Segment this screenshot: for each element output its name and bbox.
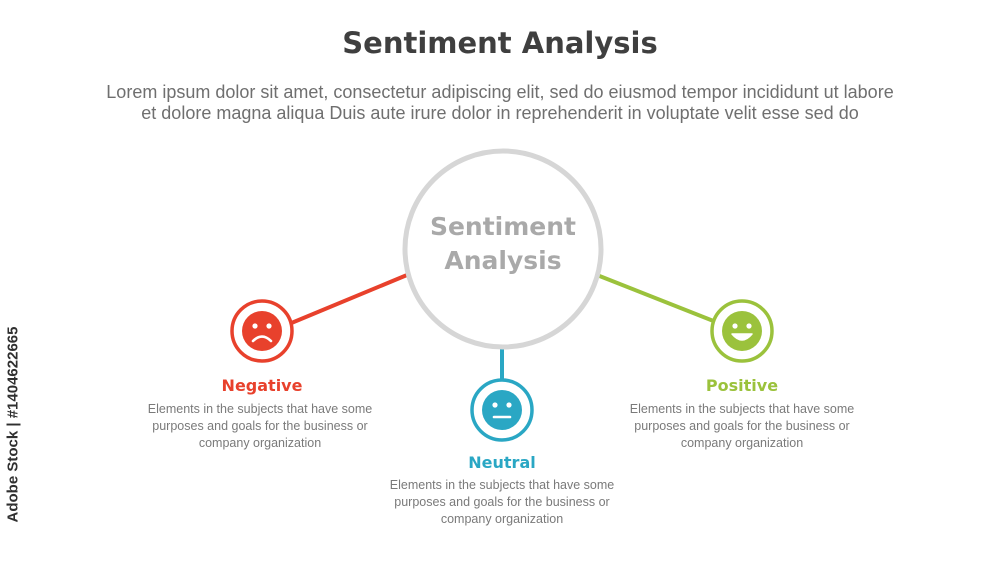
node-negative xyxy=(230,299,294,363)
neutral-desc-line-3: company organization xyxy=(440,512,564,526)
positive-label: Positive xyxy=(705,376,779,395)
positive-description: Elements in the subjects that have some … xyxy=(622,401,862,452)
sad-face-icon xyxy=(242,311,282,351)
neutral-desc-line-2: purposes and goals for the business or xyxy=(394,495,610,509)
negative-description: Elements in the subjects that have some … xyxy=(140,401,380,452)
subtitle-line-1: Lorem ipsum dolor sit amet, consectetur … xyxy=(106,82,894,102)
neutral-face-icon xyxy=(482,390,522,430)
negative-desc-line-3: company organization xyxy=(198,436,322,450)
negative-desc-line-2: purposes and goals for the business or xyxy=(152,419,368,433)
positive-desc-line-1: Elements in the subjects that have some xyxy=(629,402,855,416)
neutral-description: Elements in the subjects that have some … xyxy=(382,477,622,528)
center-label: Sentiment Analysis xyxy=(403,210,603,278)
negative-desc-line-1: Elements in the subjects that have some xyxy=(147,402,373,416)
subtitle-line-2: et dolore magna aliqua Duis aute irure d… xyxy=(141,103,859,123)
center-label-line-2: Analysis xyxy=(444,246,562,275)
neutral-label: Neutral xyxy=(468,453,536,472)
node-positive xyxy=(710,299,774,363)
page-title: Sentiment Analysis xyxy=(342,26,658,60)
positive-desc-line-3: company organization xyxy=(680,436,804,450)
connector-positive xyxy=(596,273,717,324)
negative-label: Negative xyxy=(221,376,303,395)
stock-watermark: Adobe Stock | #1404622665 xyxy=(4,326,22,523)
node-neutral xyxy=(470,378,534,442)
center-ring xyxy=(402,148,604,350)
happy-face-icon xyxy=(722,311,762,351)
center-label-line-1: Sentiment xyxy=(429,212,577,241)
subtitle: Lorem ipsum dolor sit amet, consectetur … xyxy=(30,82,970,124)
neutral-desc-line-1: Elements in the subjects that have some xyxy=(389,478,615,492)
positive-desc-line-2: purposes and goals for the business or xyxy=(634,419,850,433)
connector-negative xyxy=(288,273,408,326)
